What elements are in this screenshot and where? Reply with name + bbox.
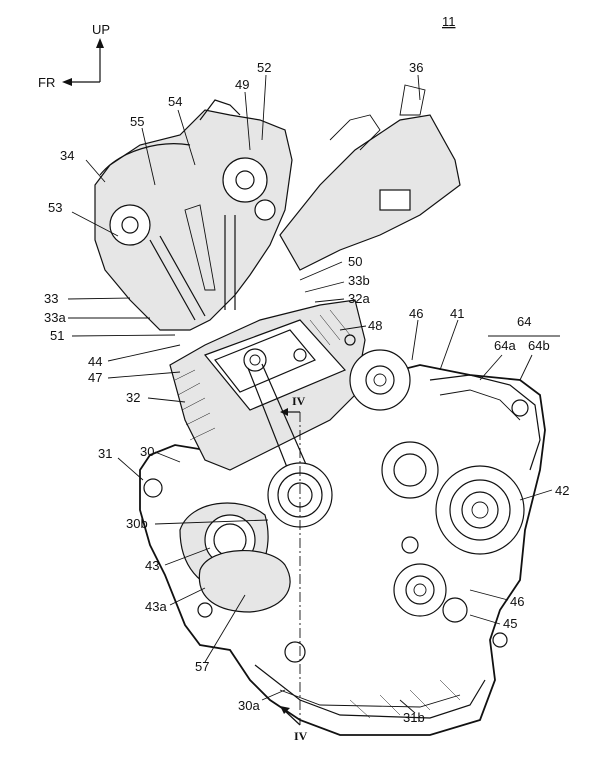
callout-31b: 31b: [403, 710, 425, 725]
callout-30: 30: [140, 444, 154, 459]
callout-42: 42: [555, 483, 569, 498]
engine-body: [95, 85, 545, 735]
callout-50: 50: [348, 254, 362, 269]
front-label: FR: [38, 75, 55, 90]
callout-57: 57: [195, 659, 209, 674]
callout-52: 52: [257, 60, 271, 75]
callout-55: 55: [130, 114, 144, 129]
callout-33b: 33b: [348, 273, 370, 288]
callout-32: 32: [126, 390, 140, 405]
orientation-indicator: UP FR: [38, 22, 110, 90]
callout-43a: 43a: [145, 599, 167, 614]
callout-47: 47: [88, 370, 102, 385]
callout-36: 36: [409, 60, 423, 75]
callout-43: 43: [145, 558, 159, 573]
section-mark-top: IV: [292, 394, 306, 408]
callout-48: 48: [368, 318, 382, 333]
up-label: UP: [92, 22, 110, 37]
figure-number: 11: [442, 14, 456, 29]
callout-44: 44: [88, 354, 102, 369]
callout-34: 34: [60, 148, 74, 163]
callout-54: 54: [168, 94, 182, 109]
callout-30b: 30b: [126, 516, 148, 531]
callout-45: 45: [503, 616, 517, 631]
callout-64: 64: [517, 314, 531, 329]
callout-51: 51: [50, 328, 64, 343]
callout-46-upper: 46: [409, 306, 423, 321]
callout-64a: 64a: [494, 338, 516, 353]
section-mark-bottom: IV: [294, 729, 308, 743]
callout-31: 31: [98, 446, 112, 461]
callout-32a: 32a: [348, 291, 370, 306]
callout-30a: 30a: [238, 698, 260, 713]
callout-46-lower: 46: [510, 594, 524, 609]
callout-41: 41: [450, 306, 464, 321]
callout-33a: 33a: [44, 310, 66, 325]
callout-64b: 64b: [528, 338, 550, 353]
callout-49: 49: [235, 77, 249, 92]
callout-53: 53: [48, 200, 62, 215]
callout-33: 33: [44, 291, 58, 306]
